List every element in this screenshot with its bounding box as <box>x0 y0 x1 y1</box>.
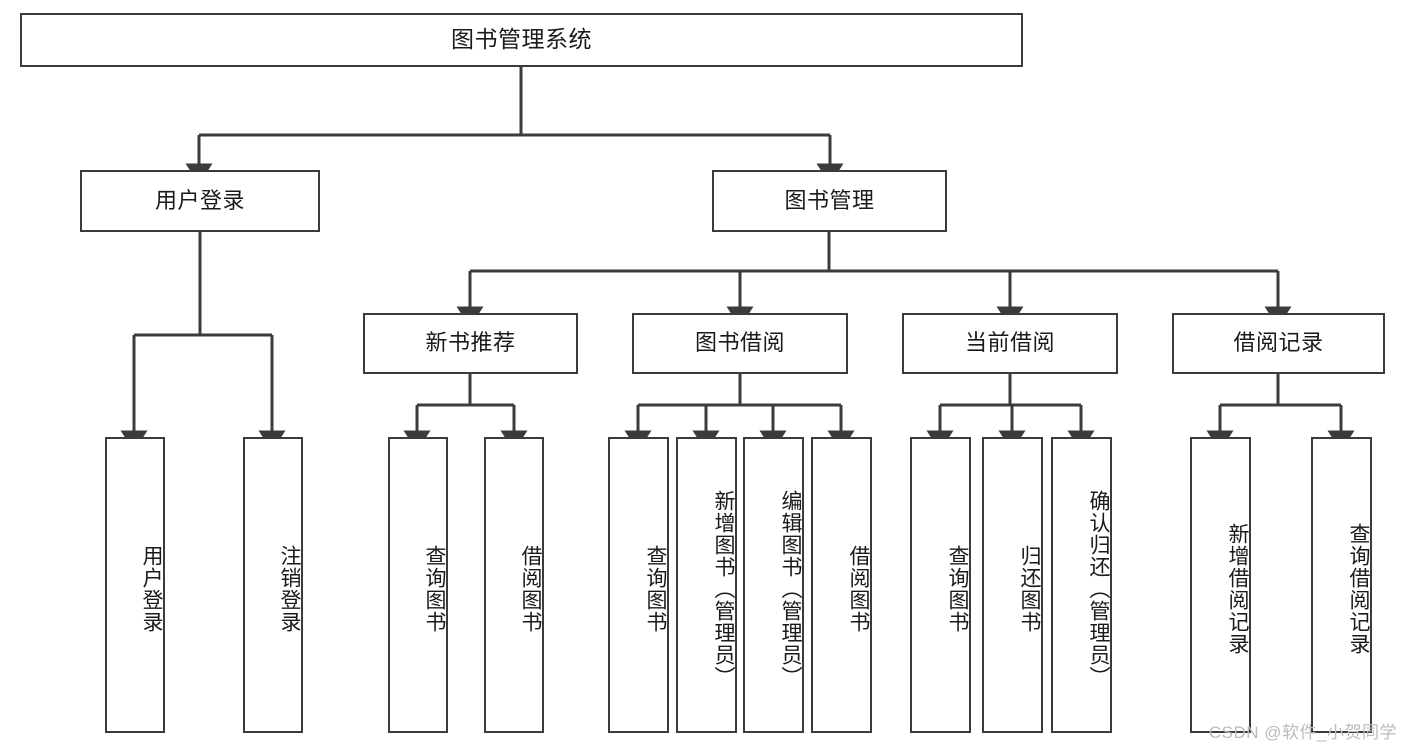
node-new-book-recommend[interactable]: 新书推荐 <box>363 313 578 374</box>
leaf-confirm-return[interactable]: 确认归还（管理员） <box>1051 437 1112 733</box>
node-book-borrow[interactable]: 图书借阅 <box>632 313 848 374</box>
csdn-watermark: CSDN @软件_小贺同学 <box>1208 723 1397 742</box>
leaf-label: 注销登录 <box>278 545 301 633</box>
leaf-label: 编辑图书（管理员） <box>779 490 802 688</box>
leaf-label: 借阅图书 <box>519 545 542 633</box>
leaf-edit-book[interactable]: 编辑图书（管理员） <box>743 437 804 733</box>
node-current-borrow[interactable]: 当前借阅 <box>902 313 1118 374</box>
node-user-login[interactable]: 用户登录 <box>80 170 320 232</box>
edges-group <box>120 67 1355 452</box>
leaf-logout[interactable]: 注销登录 <box>243 437 303 733</box>
leaf-label: 确认归还（管理员） <box>1087 490 1110 688</box>
leaf-label: 用户登录 <box>140 545 163 633</box>
leaf-return-book[interactable]: 归还图书 <box>982 437 1043 733</box>
leaf-label: 新增图书（管理员） <box>712 490 735 688</box>
leaf-label: 查询借阅记录 <box>1347 523 1370 655</box>
leaf-borrow-book-2[interactable]: 借阅图书 <box>811 437 872 733</box>
leaf-label: 新增借阅记录 <box>1226 523 1249 655</box>
leaf-add-borrow-record[interactable]: 新增借阅记录 <box>1190 437 1251 733</box>
leaf-label: 借阅图书 <box>847 545 870 633</box>
node-root-system[interactable]: 图书管理系统 <box>20 13 1023 67</box>
node-borrow-record[interactable]: 借阅记录 <box>1172 313 1385 374</box>
leaf-user-login[interactable]: 用户登录 <box>105 437 165 733</box>
leaf-query-book-1[interactable]: 查询图书 <box>388 437 448 733</box>
leaf-borrow-book-1[interactable]: 借阅图书 <box>484 437 544 733</box>
leaf-label: 查询图书 <box>946 545 969 633</box>
leaf-label: 查询图书 <box>644 545 667 633</box>
leaf-query-book-2[interactable]: 查询图书 <box>608 437 669 733</box>
leaf-label: 查询图书 <box>423 545 446 633</box>
leaf-query-book-3[interactable]: 查询图书 <box>910 437 971 733</box>
leaf-query-borrow-record[interactable]: 查询借阅记录 <box>1311 437 1372 733</box>
leaf-add-book[interactable]: 新增图书（管理员） <box>676 437 737 733</box>
node-book-manage[interactable]: 图书管理 <box>712 170 947 232</box>
leaf-label: 归还图书 <box>1018 545 1041 633</box>
